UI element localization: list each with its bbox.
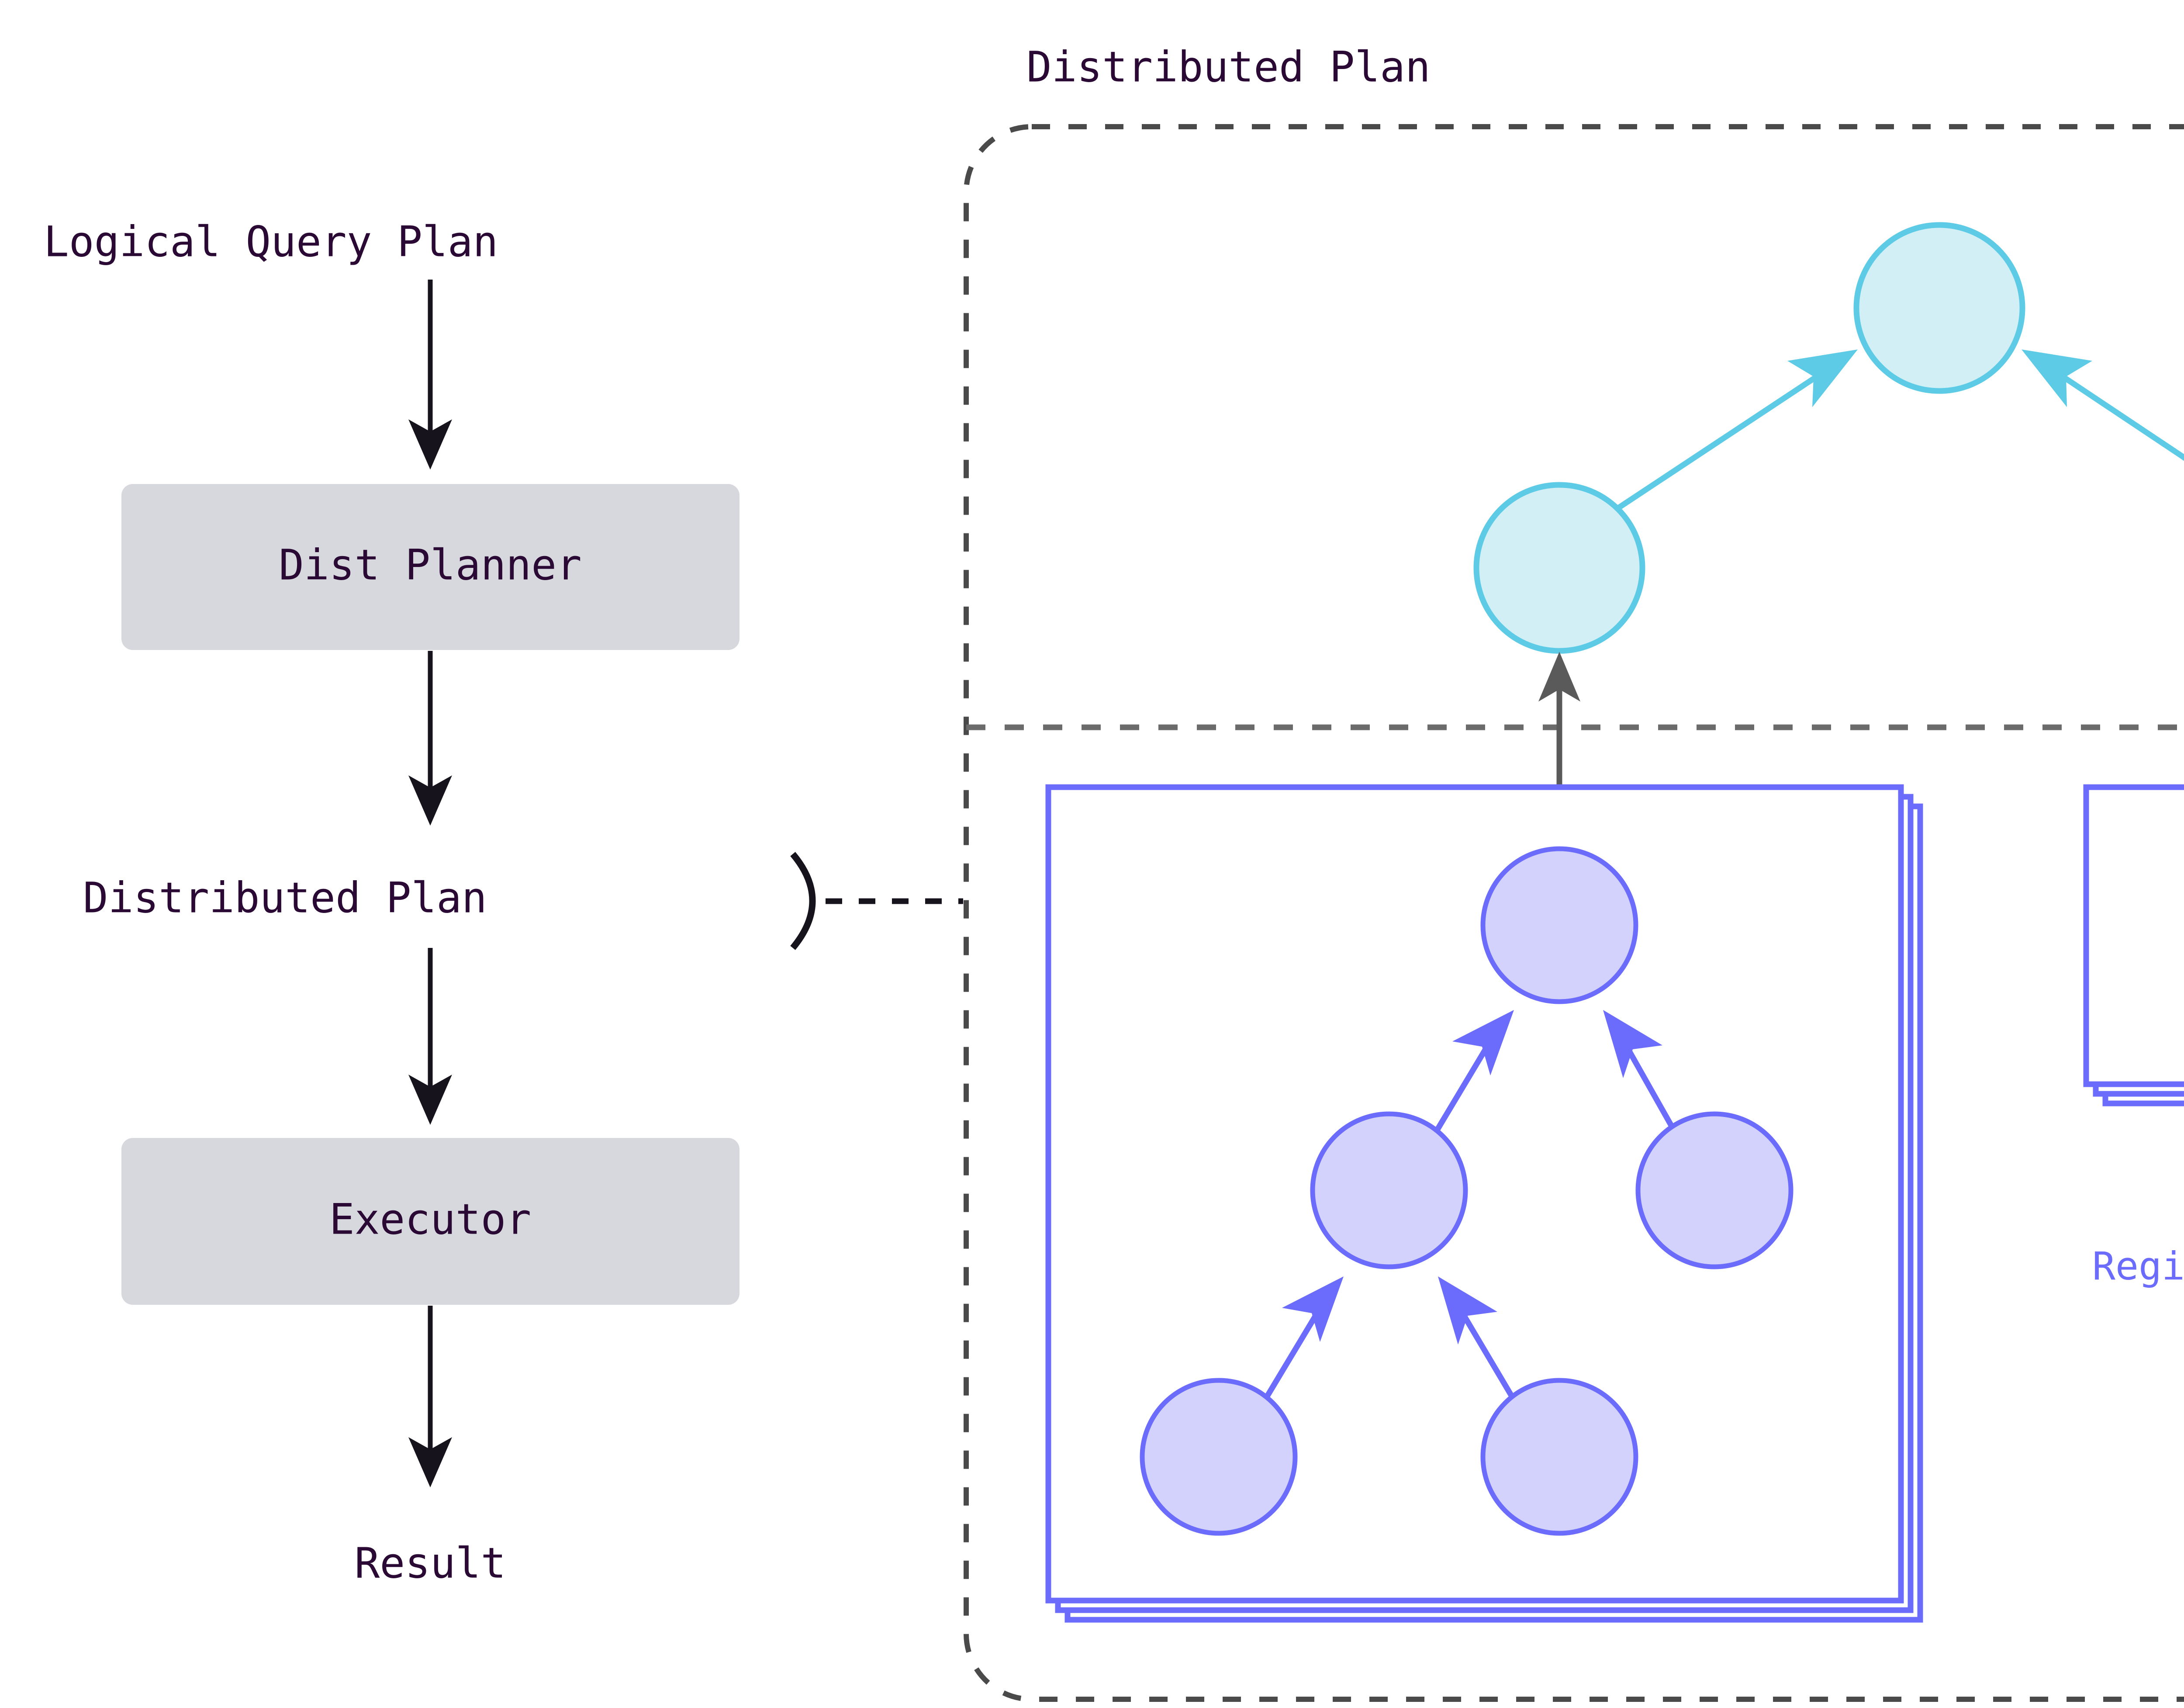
container-dashed-border [964, 124, 2184, 1702]
pipeline-input-label: Logical Query Plan [44, 217, 498, 266]
dist-planner-box[interactable]: Dist Planner [121, 484, 740, 650]
dist-planner-rect [121, 484, 740, 650]
regions-label: Regions [2092, 1244, 2184, 1289]
datanode-node-left-root[interactable] [1480, 846, 1638, 1004]
frontend-node-root[interactable] [1853, 222, 2025, 394]
dn-edge-right-to-root [1603, 1010, 1676, 1132]
datanode-left-nodes [1140, 846, 1794, 1536]
executor-label: Executor [329, 1195, 531, 1244]
distplan-brace-leader [790, 852, 963, 950]
region-stack-right[interactable] [2083, 784, 2184, 1106]
frontend-edge-left [1617, 349, 1858, 510]
arrow-input-to-planner [408, 280, 452, 470]
frontend-stage-tree [1473, 222, 2184, 654]
executor-rect [121, 1138, 740, 1305]
frontend-edge-right [2022, 349, 2184, 461]
arrow-planner-to-distplan [408, 651, 452, 826]
distributed-plan-container: Distributed Plan Frontend Stage Datanode… [964, 42, 2184, 1702]
region-card-right-front [2083, 784, 2184, 1087]
pipeline-column: Logical Query Plan Dist Planner Distribu… [44, 217, 963, 1587]
datanode-node-left-leaf2[interactable] [1480, 1378, 1638, 1536]
dn-edge-mid-to-root [1434, 1010, 1514, 1132]
dn-edge-leaf2-to-mid [1438, 1276, 1515, 1399]
datanode-node-left-mid[interactable] [1310, 1111, 1468, 1269]
datanode-node-left-right[interactable] [1635, 1111, 1794, 1269]
container-caption: Distributed Plan [1026, 42, 1431, 91]
dist-planner-label: Dist Planner [279, 540, 582, 589]
distributed-plan-label: Distributed Plan [83, 873, 487, 922]
frontend-node-left[interactable] [1473, 482, 1645, 654]
result-label: Result [355, 1539, 506, 1587]
dn-edge-leaf1-to-mid [1264, 1276, 1344, 1399]
executor-box[interactable]: Executor [121, 1138, 740, 1305]
arrow-distplan-to-executor [408, 948, 452, 1125]
arrow-executor-to-result [408, 1306, 452, 1487]
datanode-node-left-leaf1[interactable] [1140, 1378, 1298, 1536]
datanode-left-tree-edges [1264, 1010, 1676, 1399]
